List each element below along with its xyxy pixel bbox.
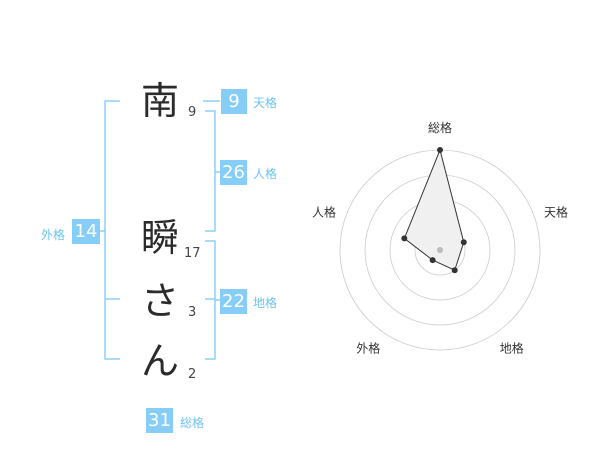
radar-point-3 bbox=[451, 267, 458, 274]
soukaku-value: 31 bbox=[146, 408, 173, 433]
radar-data-area bbox=[403, 148, 465, 271]
jinkaku-label: 人格 bbox=[253, 167, 278, 181]
radar-axis-label-3: 地格 bbox=[500, 341, 524, 356]
radar-data-points bbox=[401, 147, 467, 274]
radar-point-4 bbox=[429, 257, 436, 264]
chikaku-bracket bbox=[205, 240, 216, 360]
chikaku-label: 地格 bbox=[253, 296, 278, 310]
gaikaku-value: 14 bbox=[72, 219, 100, 244]
radar-axis-label-5: 人格 bbox=[312, 204, 336, 219]
soukaku-label: 総格 bbox=[180, 416, 205, 430]
bracket-lines bbox=[100, 100, 220, 360]
stroke-count-3: 3 bbox=[188, 305, 197, 320]
gaikaku-bracket bbox=[104, 100, 120, 360]
radar-axis-label-2: 天格 bbox=[544, 204, 568, 219]
name-char-1: 南 bbox=[140, 79, 179, 123]
name-char-4: ん bbox=[140, 339, 179, 383]
stroke-count-1: 9 bbox=[188, 105, 197, 120]
radar-center-dot bbox=[437, 247, 443, 253]
jinkaku-value: 26 bbox=[220, 160, 247, 185]
radar-point-1 bbox=[437, 147, 443, 153]
radar-axis-label-4: 外格 bbox=[356, 341, 380, 356]
stroke-count-4: 2 bbox=[188, 367, 197, 382]
chikaku-value: 22 bbox=[220, 289, 247, 314]
gaikaku-label: 外格 bbox=[41, 228, 66, 242]
stroke-count-2: 17 bbox=[184, 246, 201, 261]
tenkaku-label: 天格 bbox=[253, 96, 278, 110]
name-char-3: さ bbox=[140, 279, 179, 323]
radar-axis-label-1: 総格 bbox=[428, 120, 452, 135]
name-char-2: 瞬 bbox=[140, 216, 179, 260]
radar-point-5 bbox=[401, 235, 408, 242]
radar-point-2 bbox=[460, 239, 467, 246]
jinkaku-bracket bbox=[205, 110, 216, 232]
tenkaku-value: 9 bbox=[221, 89, 247, 114]
